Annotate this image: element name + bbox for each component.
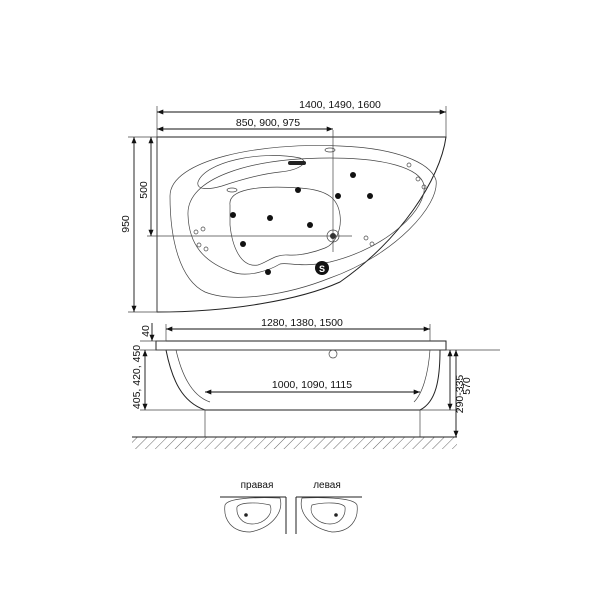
- center-crosshair: [147, 130, 352, 252]
- side-view: 1280, 1380, 1500 1000, 1090, 1115 40 405…: [131, 317, 500, 449]
- nozzle: [196, 242, 202, 248]
- tub-inner-wall-side: [175, 349, 211, 403]
- variant-icons: правая левая: [220, 480, 362, 534]
- dim-rim-thickness-label: 40: [140, 325, 152, 337]
- dim-top-length-label: 1280, 1380, 1500: [261, 317, 343, 329]
- headrest-contour: [197, 155, 305, 189]
- nozzle: [369, 241, 375, 247]
- jet: [230, 212, 236, 218]
- nozzle: [415, 176, 421, 182]
- tub-inner-bowl: [187, 157, 425, 275]
- tub-outer-outline: [156, 136, 447, 313]
- dim-total-length-label: 1400, 1490, 1600: [299, 99, 381, 111]
- nozzle: [421, 184, 427, 190]
- nozzle: [406, 162, 412, 168]
- nozzle-pairs: [193, 147, 427, 252]
- nozzle: [203, 246, 209, 252]
- nozzle: [363, 235, 369, 241]
- jet: [267, 215, 273, 221]
- jet: [350, 172, 356, 178]
- top-view: S 1400, 1490, 1600 850, 900, 975 950 500: [120, 99, 447, 313]
- floor-hatching: [132, 437, 457, 449]
- drain-symbol-label: S: [319, 264, 325, 274]
- dim-height-left-label: 405, 420, 450: [131, 345, 143, 409]
- overflow-slot: [288, 161, 306, 165]
- dim-partial-length-label: 850, 900, 975: [236, 117, 300, 129]
- tub-body-side: [165, 349, 441, 411]
- jet: [265, 269, 271, 275]
- tub-inner-wall-side: [413, 349, 431, 403]
- variant-right-icon[interactable]: [220, 496, 287, 534]
- jets-group: [230, 172, 373, 275]
- nozzle: [193, 229, 199, 235]
- nozzle: [324, 147, 336, 153]
- tub-seat-basin: [229, 186, 341, 266]
- nozzle: [226, 187, 238, 193]
- jet: [240, 241, 246, 247]
- nozzle: [200, 226, 206, 232]
- drain-symbol: [315, 261, 329, 275]
- variant-left-icon[interactable]: [295, 496, 362, 534]
- jet: [307, 222, 313, 228]
- variant-left-label: левая: [313, 480, 341, 491]
- dim-total-depth-label: 950: [120, 215, 132, 233]
- jet: [295, 187, 301, 193]
- variant-right-label: правая: [241, 480, 274, 491]
- overflow-outlet: [328, 349, 338, 359]
- dim-partial-depth-label: 500: [138, 181, 150, 199]
- dim-total-height-label: 570: [461, 377, 473, 395]
- jet: [367, 193, 373, 199]
- tub-rim-contour: [169, 145, 437, 298]
- dim-bottom-length-label: 1000, 1090, 1115: [272, 379, 352, 391]
- tub-rim-side: [155, 340, 447, 351]
- jet: [335, 193, 341, 199]
